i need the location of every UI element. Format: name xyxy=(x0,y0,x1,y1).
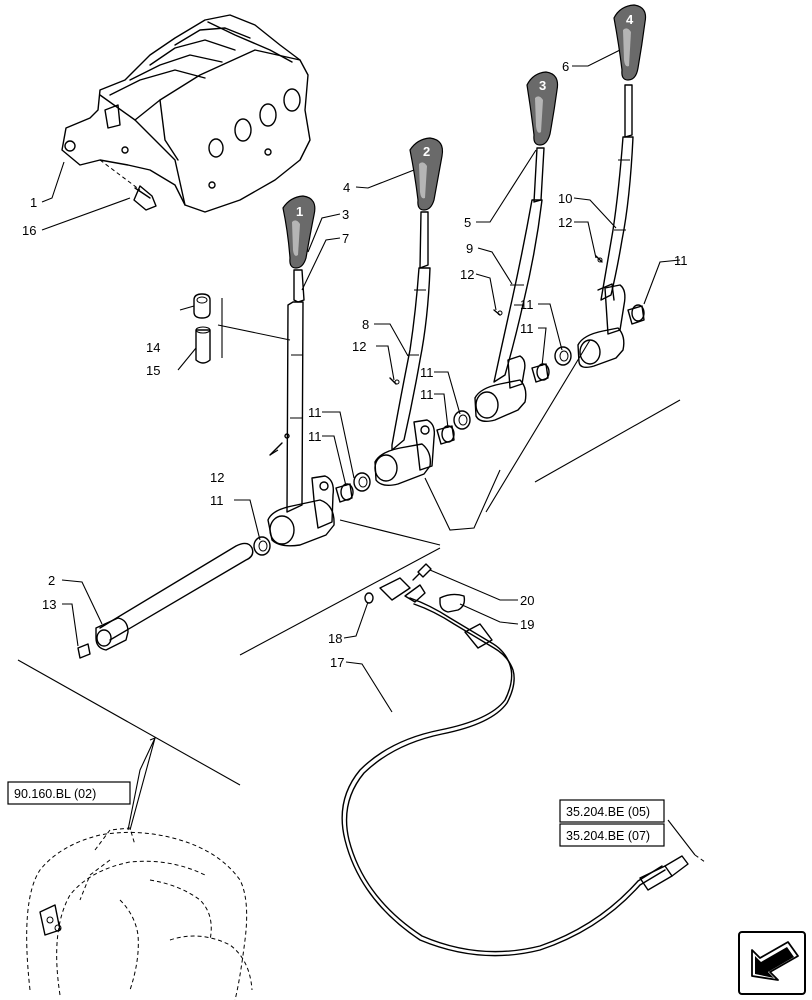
guide-lines xyxy=(17,298,706,863)
callout-labels: 1 16 3 7 4 5 6 10 9 8 12 12 12 12 11 11 … xyxy=(22,59,688,670)
gear-lever-2 xyxy=(374,137,444,487)
callout-10: 10 xyxy=(558,191,572,206)
knob-number-1: 1 xyxy=(296,204,303,219)
callout-11-h: 11 xyxy=(674,253,688,268)
pins-part-12 xyxy=(389,255,603,385)
callout-12-b: 12 xyxy=(352,339,366,354)
knob-number-2: 2 xyxy=(423,144,430,159)
clip-part-19 xyxy=(439,593,466,613)
bolt-part-20 xyxy=(412,563,432,581)
callout-5: 5 xyxy=(464,215,471,230)
callout-9: 9 xyxy=(466,241,473,256)
shaft-part-2 xyxy=(77,542,254,659)
reference-link-35-204-be-05[interactable]: 35.204.BE (05) xyxy=(559,799,665,823)
cable-part-17 xyxy=(341,577,689,957)
support-bracket xyxy=(61,14,311,213)
callout-12-c: 12 xyxy=(460,267,474,282)
reference-link-90-160-bl-02[interactable]: 90.160.BL (02) xyxy=(7,781,131,805)
callout-leaders xyxy=(41,49,681,713)
gear-lever-1 xyxy=(267,195,335,547)
callout-18: 18 xyxy=(328,631,342,646)
callout-1: 1 xyxy=(30,195,37,210)
reference-label: 90.160.BL (02) xyxy=(14,787,96,801)
callout-4: 4 xyxy=(343,180,350,195)
callout-11-b: 11 xyxy=(308,405,322,420)
bolt-part-16 xyxy=(99,159,157,211)
callout-11-f: 11 xyxy=(520,297,534,312)
knob-number-3: 3 xyxy=(539,78,546,93)
knob-number-4: 4 xyxy=(626,12,634,27)
callout-14: 14 xyxy=(146,340,160,355)
reference-link-35-204-be-07[interactable]: 35.204.BE (07) xyxy=(559,823,665,847)
callout-8: 8 xyxy=(362,317,369,332)
callout-11-a: 11 xyxy=(210,493,224,508)
callout-2: 2 xyxy=(48,573,55,588)
callout-11-c: 11 xyxy=(308,429,322,444)
cab-location-view xyxy=(26,827,253,1000)
callout-11-e: 11 xyxy=(420,387,434,402)
callout-11-g: 11 xyxy=(520,321,534,336)
callout-7: 7 xyxy=(342,231,349,246)
callout-12-a: 12 xyxy=(210,470,224,485)
clip-part-18 xyxy=(364,592,374,604)
callout-17: 17 xyxy=(330,655,344,670)
arrow-down-left-icon[interactable] xyxy=(738,931,806,995)
callout-12-d: 12 xyxy=(558,215,572,230)
callout-13: 13 xyxy=(42,597,56,612)
bushing-part-14-15 xyxy=(193,293,211,364)
callout-20: 20 xyxy=(520,593,534,608)
callout-15: 15 xyxy=(146,363,160,378)
gear-lever-4 xyxy=(577,4,647,369)
gear-lever-3 xyxy=(474,71,559,423)
callout-11-d: 11 xyxy=(420,365,434,380)
callout-16: 16 xyxy=(22,223,36,238)
callout-19: 19 xyxy=(520,617,534,632)
callout-6: 6 xyxy=(562,59,569,74)
reference-label: 35.204.BE (05) xyxy=(566,805,650,819)
reference-label: 35.204.BE (07) xyxy=(566,829,650,843)
callout-3: 3 xyxy=(342,207,349,222)
